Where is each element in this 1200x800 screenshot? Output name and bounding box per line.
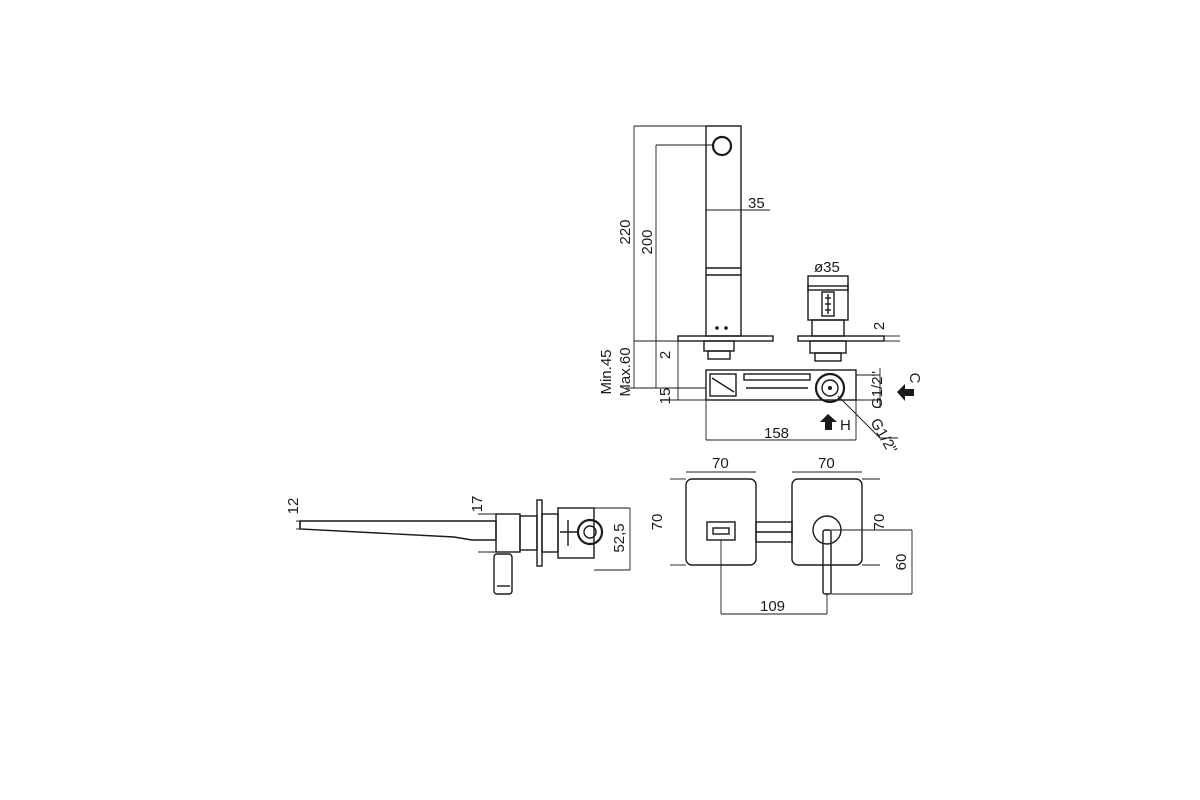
dim-15: 15 — [657, 388, 674, 405]
dim-35: 35 — [748, 195, 765, 212]
dim-2-right: 2 — [871, 322, 888, 330]
hot-arrow-icon — [820, 414, 837, 430]
cold-arrow-icon — [897, 384, 914, 401]
front-lever — [822, 529, 832, 595]
dim-109: 109 — [760, 598, 785, 615]
concealed-body — [705, 369, 857, 401]
side-spout — [299, 520, 497, 541]
dim-2-left: 2 — [657, 351, 674, 359]
left-cover-plate — [677, 335, 774, 342]
dim-60: 60 — [893, 554, 910, 571]
dim-17: 17 — [469, 496, 486, 513]
dim-dia35: ø35 — [814, 259, 840, 276]
side-view: 12 17 52,5 — [285, 496, 631, 595]
body-valve — [814, 372, 846, 404]
dim-70-top-right: 70 — [818, 455, 835, 472]
front-view: 70 70 70 70 60 109 — [649, 455, 913, 615]
right-cover-plate — [797, 335, 885, 342]
dim-52-5: 52,5 — [611, 523, 628, 552]
dim-g12-cold: G1/2" — [869, 371, 886, 409]
dim-g12-hot: G1/2" — [867, 416, 901, 457]
dim-158: 158 — [764, 425, 789, 442]
front-plate-right — [791, 478, 863, 566]
dim-220: 220 — [617, 219, 634, 244]
elevation-view: 220 200 35 ø35 2 2 Min.45 Max.60 15 158 … — [598, 125, 923, 457]
label-h: H — [840, 417, 851, 434]
dim-200: 200 — [639, 229, 656, 254]
front-spout-outlet — [706, 521, 736, 541]
spout-outlet — [711, 135, 733, 157]
dim-12: 12 — [285, 498, 302, 515]
dim-70-left: 70 — [649, 514, 666, 531]
spout-column — [705, 125, 742, 337]
dim-max60: Max.60 — [617, 347, 634, 396]
label-c: C — [906, 373, 923, 384]
dim-70-top-left: 70 — [712, 455, 729, 472]
dim-min45: Min.45 — [598, 349, 615, 394]
side-handle — [493, 553, 513, 595]
dim-70-right: 70 — [871, 514, 888, 531]
